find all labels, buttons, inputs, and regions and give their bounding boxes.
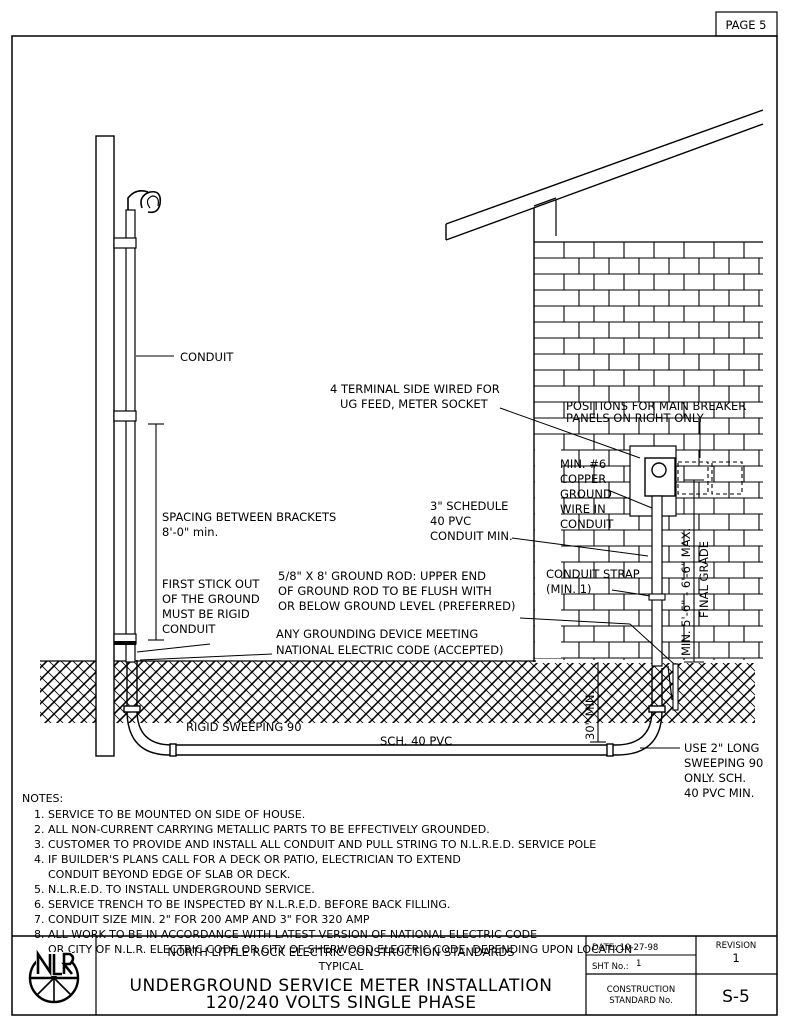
dimension-lines [148, 423, 704, 743]
drawing-title-1: UNDERGROUND SERVICE METER INSTALLATION [130, 976, 553, 996]
soil-hatch [40, 661, 755, 723]
schedule-1: 3" SCHEDULE [430, 499, 508, 513]
title-block: NORTH LITTLE ROCK ELECTRIC CONSTRUCTION … [12, 935, 777, 1015]
socket-callout-2: UG FEED, METER SOCKET [340, 397, 489, 411]
leader-lines [136, 355, 701, 749]
note-line: 8. ALL WORK TO BE IN ACCORDANCE WITH LAT… [34, 928, 537, 941]
note-line: 4. IF BUILDER'S PLANS CALL FOR A DECK OR… [34, 853, 461, 866]
sheet-number: 1 [636, 959, 641, 969]
first-stick-3: MUST BE RIGID [162, 607, 250, 621]
standard-label-2: STANDARD No. [609, 996, 673, 1006]
conduit-callout: CONDUIT [180, 350, 234, 364]
grounding-device-1: ANY GROUNDING DEVICE MEETING [276, 627, 478, 641]
first-stick-1: FIRST STICK OUT [162, 577, 260, 591]
first-stick-4: CONDUIT [162, 622, 216, 636]
long-sweep-3: ONLY. SCH. [684, 771, 746, 785]
note-line: 6. SERVICE TRENCH TO BE INSPECTED BY N.L… [34, 898, 450, 911]
org-name: NORTH LITTLE ROCK ELECTRIC CONSTRUCTION … [167, 945, 514, 959]
long-sweep-2: SWEEPING 90 [684, 756, 763, 770]
ground-rod-3: OR BELOW GROUND LEVEL (PREFERRED) [278, 599, 515, 613]
page-label: PAGE 5 [725, 18, 766, 32]
revision-number: 1 [732, 951, 739, 965]
strap-1: CONDUIT STRAP [546, 567, 640, 581]
final-grade: FINAL GRADE [697, 541, 711, 618]
nlr-logo [28, 949, 80, 1004]
sheet-label: SHT No.: [592, 962, 629, 972]
positions-callout-1: POSITIONS FOR MAIN BREAKER [566, 399, 746, 413]
notes-heading: NOTES: [22, 792, 63, 805]
depth: 30" MIN. [583, 691, 597, 740]
strap-2: (MIN. 1) [546, 582, 592, 596]
first-stick-2: OF THE GROUND [162, 592, 260, 606]
note-line: CONDUIT BEYOND EDGE OF SLAB OR DECK. [48, 868, 290, 881]
notes: NOTES: 1. SERVICE TO BE MOUNTED ON SIDE … [22, 792, 632, 956]
drawing-title-2: 120/240 VOLTS SINGLE PHASE [206, 993, 477, 1013]
standard-number: S-5 [722, 987, 750, 1007]
meter-socket [644, 457, 743, 711]
callouts: CONDUIT 4 TERMINAL SIDE WIRED FOR UG FEE… [162, 350, 763, 800]
ground-rod-1: 5/8" X 8' GROUND ROD: UPPER END [278, 569, 486, 583]
schedule-3: CONDUIT MIN. [430, 529, 513, 543]
positions-callout-2: PANELS ON RIGHT ONLY [566, 411, 705, 425]
ground-wire-5: CONDUIT [560, 517, 614, 531]
schedule-2: 40 PVC [430, 514, 471, 528]
meter-height: MIN. 5'-6" - 6'-6" MAX. [679, 528, 693, 656]
socket-callout-1: 4 TERMINAL SIDE WIRED FOR [330, 382, 500, 396]
ground-wire-3: GROUND [560, 487, 612, 501]
service-pole [95, 135, 162, 757]
sheet-border [11, 35, 778, 1016]
note-line: 7. CONDUIT SIZE MIN. 2" FOR 200 AMP AND … [34, 913, 370, 926]
ground-wire-1: MIN. #6 [560, 457, 606, 471]
ground-wire-4: WIRE IN [560, 502, 606, 516]
spacing-2: 8'-0" min. [162, 525, 218, 539]
note-line: 2. ALL NON-CURRENT CARRYING METALLIC PAR… [34, 823, 490, 836]
standard-label-1: CONSTRUCTION [607, 985, 675, 995]
grounding-device-2: NATIONAL ELECTRIC CODE (ACCEPTED) [276, 643, 504, 657]
ground-rod-2: OF GROUND ROD TO BE FLUSH WITH [278, 584, 492, 598]
page-tab [715, 11, 778, 37]
date-label: DATE: 10-27-98 [592, 943, 658, 953]
typical-label: TYPICAL [318, 960, 365, 973]
note-line: 3. CUSTOMER TO PROVIDE AND INSTALL ALL C… [34, 838, 596, 851]
note-line: OR CITY OF N.L.R. ELECTRIC CODE OR CITY … [48, 943, 632, 956]
ground-wire-2: COPPER [560, 472, 606, 486]
pvc-label: SCH. 40 PVC [380, 734, 452, 748]
long-sweep-1: USE 2" LONG [684, 741, 759, 755]
underground-conduit [123, 660, 666, 757]
revision-label: REVISION [716, 941, 757, 951]
note-line: 5. N.L.R.E.D. TO INSTALL UNDERGROUND SER… [34, 883, 315, 896]
note-line: 1. SERVICE TO BE MOUNTED ON SIDE OF HOUS… [34, 808, 305, 821]
long-sweep-4: 40 PVC MIN. [684, 786, 754, 800]
spacing-1: SPACING BETWEEN BRACKETS [162, 510, 336, 524]
rigid-sweep: RIGID SWEEPING 90 [186, 720, 302, 734]
